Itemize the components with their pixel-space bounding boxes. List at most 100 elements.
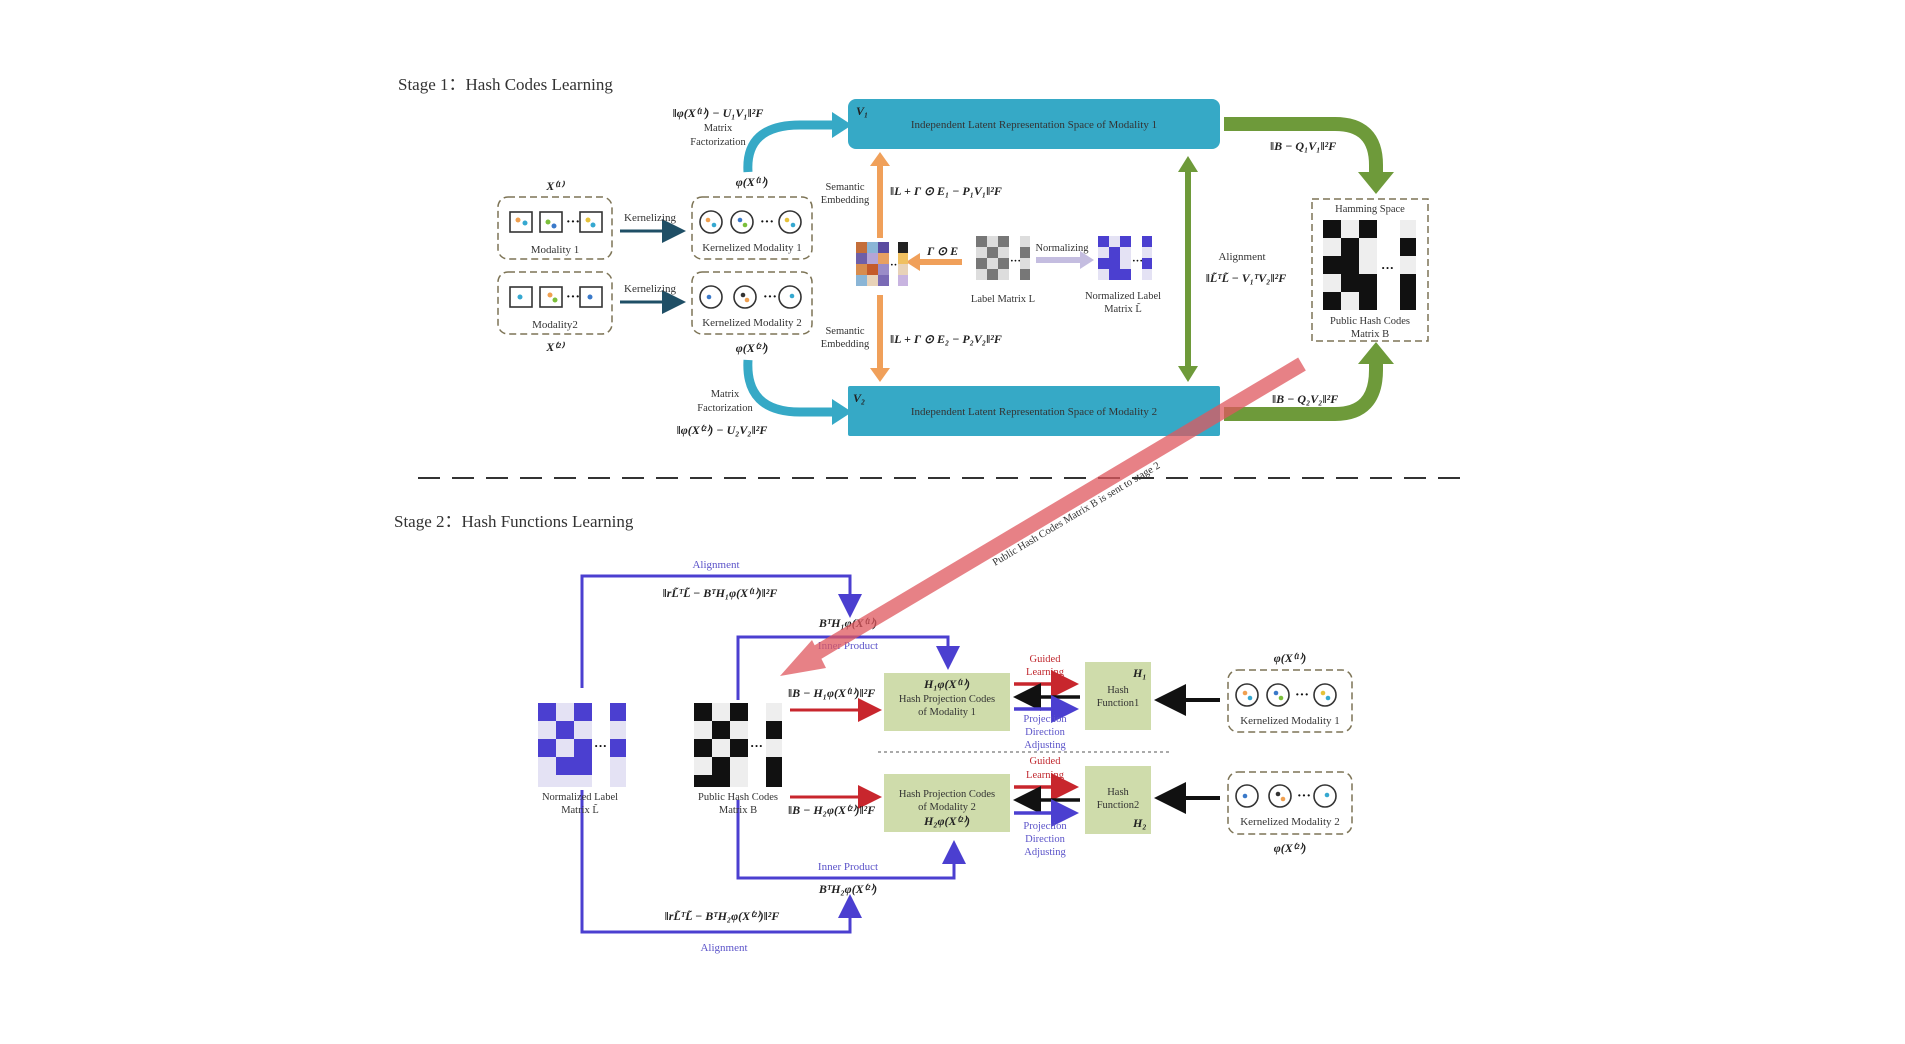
- stage2-public-hash-1: Public Hash Codes: [698, 792, 778, 803]
- kernelized-modality2-box: ··· Kernelized Modality 2: [691, 271, 813, 335]
- hf1-h: H₁: [1132, 666, 1147, 680]
- phi-x2-label: φ(X⁽²⁾): [736, 341, 769, 355]
- inner-product-bottom-label: Inner Product: [818, 861, 878, 873]
- proj1-line1: Projection: [1023, 714, 1067, 725]
- svg-text:···: ···: [566, 290, 580, 305]
- align-formula-top: ‖rL̃ᵀL̃ − BᵀH₁φ(X⁽¹⁾)‖²F: [663, 586, 778, 600]
- bq1-formula: ‖B − Q₁V₁‖²F: [1270, 139, 1336, 153]
- stage2-norm-label-1: Normalized Label: [542, 792, 618, 803]
- send-to-stage2-label: Public Hash Codes Matrix B is sent to st…: [991, 460, 1162, 568]
- image-icons-modality2: ···: [509, 286, 603, 308]
- svg-text:···: ···: [1295, 688, 1309, 703]
- bh2-formula: ‖B − H₂φ(X⁽²⁾)‖²F: [788, 803, 875, 817]
- stage2-kernelized-modality2-box: ··· Kernelized Modality 2: [1227, 771, 1353, 835]
- public-hash-label-2: Matrix B: [1351, 329, 1389, 340]
- hash-function-2-box: [1085, 766, 1151, 834]
- svg-text:···: ···: [594, 738, 607, 753]
- guided1-line1: Guided: [1030, 654, 1062, 665]
- label-matrix-label: Label Matrix L: [971, 294, 1035, 305]
- v1-label: V₁: [856, 104, 868, 118]
- normalized-label-2: Matrix L̃: [1104, 302, 1142, 315]
- stage2-kernelized-modality1-box: ··· Kernelized Modality 1: [1227, 669, 1353, 733]
- modality2-label: Modality2: [532, 319, 578, 331]
- x1-label: X⁽¹⁾: [545, 179, 566, 193]
- mf-bottom-line1: Matrix: [711, 389, 740, 400]
- guided2-line2: Learning: [1026, 770, 1065, 781]
- alignment-loop-bottom: [580, 790, 862, 934]
- latent-space-2: [848, 386, 1220, 436]
- image-icons-modality1: ···: [509, 211, 603, 233]
- proj2-line3: Adjusting: [1024, 847, 1066, 858]
- hf2-line1: Hash: [1107, 787, 1129, 798]
- stage2-phi1: φ(X⁽¹⁾): [1274, 651, 1307, 665]
- stage2-title: Stage 2：Hash Functions Learning: [394, 512, 634, 531]
- public-hash-matrix-stage1: ···: [1323, 220, 1416, 310]
- svg-text:···: ···: [1297, 789, 1311, 804]
- embedded-label-matrix: ···: [856, 242, 908, 286]
- bh1-formula: ‖B − H₁φ(X⁽¹⁾)‖²F: [788, 686, 875, 700]
- hp2-bottom: H₂φ(X⁽²⁾): [923, 814, 970, 828]
- semantic-formula-bottom: ‖L + Γ ⊙ E₂ − P₂V₂‖²F: [890, 332, 1002, 346]
- green-arrow-bottom: [1224, 362, 1383, 421]
- public-hash-label-1: Public Hash Codes: [1330, 316, 1410, 327]
- stage2-norm-label-2: Matrix L̃: [561, 803, 599, 816]
- hamming-space-box: [1311, 198, 1429, 342]
- modality2-box: ··· Modality2: [497, 271, 613, 335]
- latent-space-2-label: Independent Latent Representation Space …: [911, 406, 1157, 418]
- guided1-line2: Learning: [1026, 667, 1065, 678]
- mf-top-line1: Matrix: [704, 123, 733, 134]
- proj2-line2: Direction: [1025, 834, 1065, 845]
- hash-projection-box-1: [884, 673, 1010, 731]
- gamma-e-label: Γ ⊙ E: [926, 244, 958, 258]
- send-to-stage2-arrow: [780, 357, 1306, 676]
- svg-text:···: ···: [763, 290, 777, 305]
- phi-x1-label: φ(X⁽¹⁾): [736, 175, 769, 189]
- hash-function-1-box: [1085, 662, 1151, 730]
- semantic-embedding-top-2: Embedding: [821, 195, 870, 206]
- normalizing-label: Normalizing: [1035, 243, 1089, 254]
- inner-product-loop-bottom: [736, 800, 966, 880]
- semantic-embedding-bot-2: Embedding: [821, 339, 870, 350]
- hf2-line2: Function2: [1097, 800, 1140, 811]
- bth2-label: BᵀH₂φ(X⁽²⁾): [818, 882, 877, 896]
- hash-projection-box-2: [884, 774, 1010, 832]
- kernelized-modality2-label: Kernelized Modality 2: [702, 317, 802, 329]
- latent-space-1-label: Independent Latent Representation Space …: [911, 119, 1157, 131]
- v2-label: V₂: [853, 391, 865, 405]
- kernelizing-label-2: Kernelizing: [624, 283, 676, 295]
- stage2-public-hash-2: Matrix B: [719, 805, 757, 816]
- align-formula-bottom: ‖rL̃ᵀL̃ − BᵀH₂φ(X⁽²⁾)‖²F: [665, 909, 780, 923]
- proj1-line3: Adjusting: [1024, 740, 1066, 751]
- latent-space-1: [848, 99, 1220, 149]
- mf-arrow-top-head: [832, 112, 852, 138]
- svg-text:···: ···: [750, 738, 763, 753]
- stage1-title: Stage 1：Hash Codes Learning: [398, 75, 613, 94]
- semantic-formula-top: ‖L + Γ ⊙ E₁ − P₁V₁‖²F: [890, 184, 1002, 198]
- hp1-top: H₁φ(X⁽¹⁾): [923, 677, 970, 691]
- mf-top-formula: ‖φ(X⁽¹⁾) − U₁V₁‖²F: [673, 106, 764, 120]
- hp2-line1: Hash Projection Codes: [899, 789, 995, 800]
- alignment-top-label: Alignment: [692, 559, 739, 571]
- modality1-label: Modality 1: [531, 244, 580, 256]
- hamming-space-label: Hamming Space: [1335, 204, 1405, 215]
- hf1-line1: Hash: [1107, 685, 1129, 696]
- svg-text:···: ···: [760, 215, 774, 230]
- green-arrow-top: [1224, 117, 1383, 175]
- alignment-bottom-label: Alignment: [700, 942, 747, 954]
- proj1-line2: Direction: [1025, 727, 1065, 738]
- public-hash-matrix-stage2: ···: [694, 703, 782, 787]
- normalized-label-matrix-stage2: ···: [538, 703, 626, 787]
- svg-text:···: ···: [1010, 255, 1021, 267]
- svg-text:···: ···: [1132, 255, 1143, 267]
- alignment-label: Alignment: [1218, 251, 1265, 263]
- modality1-box: ··· Modality 1: [497, 196, 613, 260]
- mf-arrow-top: [743, 120, 835, 173]
- normalized-label-matrix: ···: [1098, 236, 1152, 280]
- semantic-embedding-top-1: Semantic: [825, 182, 864, 193]
- mf-bottom-formula: ‖φ(X⁽²⁾) − U₂V₂‖²F: [677, 423, 768, 437]
- kernelized-modality1-label: Kernelized Modality 1: [702, 242, 802, 254]
- alignment-loop-top: [580, 574, 862, 688]
- hf1-line2: Function1: [1097, 698, 1140, 709]
- hp1-line1: Hash Projection Codes: [899, 694, 995, 705]
